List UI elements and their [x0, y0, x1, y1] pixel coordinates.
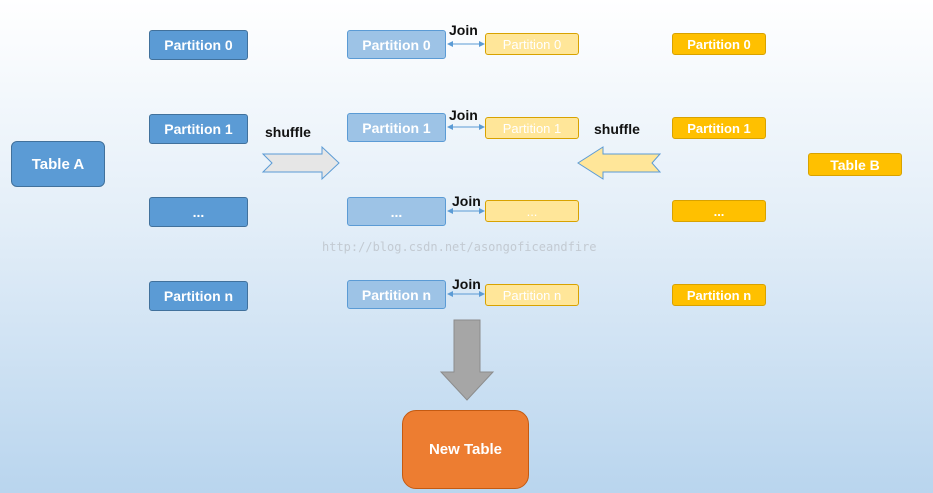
right-partition-0: Partition 0	[672, 33, 766, 55]
right-partition-label: Partition 0	[687, 36, 751, 52]
left-partition-label: Partition n	[163, 288, 234, 304]
middle-right-partition-2: ...	[485, 200, 579, 222]
left-partition-0: Partition 0	[149, 30, 248, 60]
middle-left-partition-label: Partition 0	[362, 36, 431, 53]
result-down-arrow	[439, 319, 495, 401]
left-partition-label: Partition 1	[164, 121, 233, 137]
left-partition-label: ...	[192, 204, 205, 220]
shuffle-arrow-left	[261, 145, 340, 181]
right-partition-1: Partition 1	[672, 117, 766, 139]
middle-left-partition-3: Partition n	[347, 280, 446, 309]
right-partition-label: Partition n	[686, 287, 752, 303]
new-table-label: New Table	[428, 441, 503, 458]
new-table: New Table	[402, 410, 529, 489]
middle-right-partition-0: Partition 0	[485, 33, 579, 55]
left-partition-1: Partition 1	[149, 114, 248, 144]
join-label-2: Join	[452, 193, 481, 209]
middle-left-partition-label: ...	[390, 203, 403, 220]
join-label-0: Join	[449, 22, 478, 38]
table-a-label: Table A	[31, 155, 85, 173]
middle-right-partition-label: ...	[526, 203, 538, 219]
middle-left-partition-1: Partition 1	[347, 113, 446, 142]
middle-right-partition-label: Partition 1	[502, 120, 562, 136]
join-label-1: Join	[449, 107, 478, 123]
shuffle-label-left: shuffle	[265, 124, 311, 140]
table-b: Table B	[808, 153, 902, 176]
middle-left-partition-label: Partition 1	[362, 119, 431, 136]
shuffle-arrow-right	[577, 146, 662, 180]
right-partition-3: Partition n	[672, 284, 766, 306]
middle-right-partition-label: Partition 0	[502, 36, 562, 52]
middle-left-partition-label: Partition n	[361, 286, 432, 303]
middle-right-partition-label: Partition n	[502, 287, 562, 303]
table-a: Table A	[11, 141, 105, 187]
left-partition-2: ...	[149, 197, 248, 227]
shuffle-label-right: shuffle	[594, 121, 640, 137]
middle-right-partition-1: Partition 1	[485, 117, 579, 139]
left-partition-label: Partition 0	[164, 37, 233, 53]
right-partition-2: ...	[672, 200, 766, 222]
left-partition-3: Partition n	[149, 281, 248, 311]
watermark-url: http://blog.csdn.net/asongoficeandfire	[322, 240, 597, 254]
middle-right-partition-3: Partition n	[485, 284, 579, 306]
join-label-3: Join	[452, 276, 481, 292]
middle-left-partition-2: ...	[347, 197, 446, 226]
right-partition-label: ...	[713, 203, 725, 219]
middle-left-partition-0: Partition 0	[347, 30, 446, 59]
right-partition-label: Partition 1	[687, 120, 751, 136]
table-b-label: Table B	[830, 156, 880, 173]
